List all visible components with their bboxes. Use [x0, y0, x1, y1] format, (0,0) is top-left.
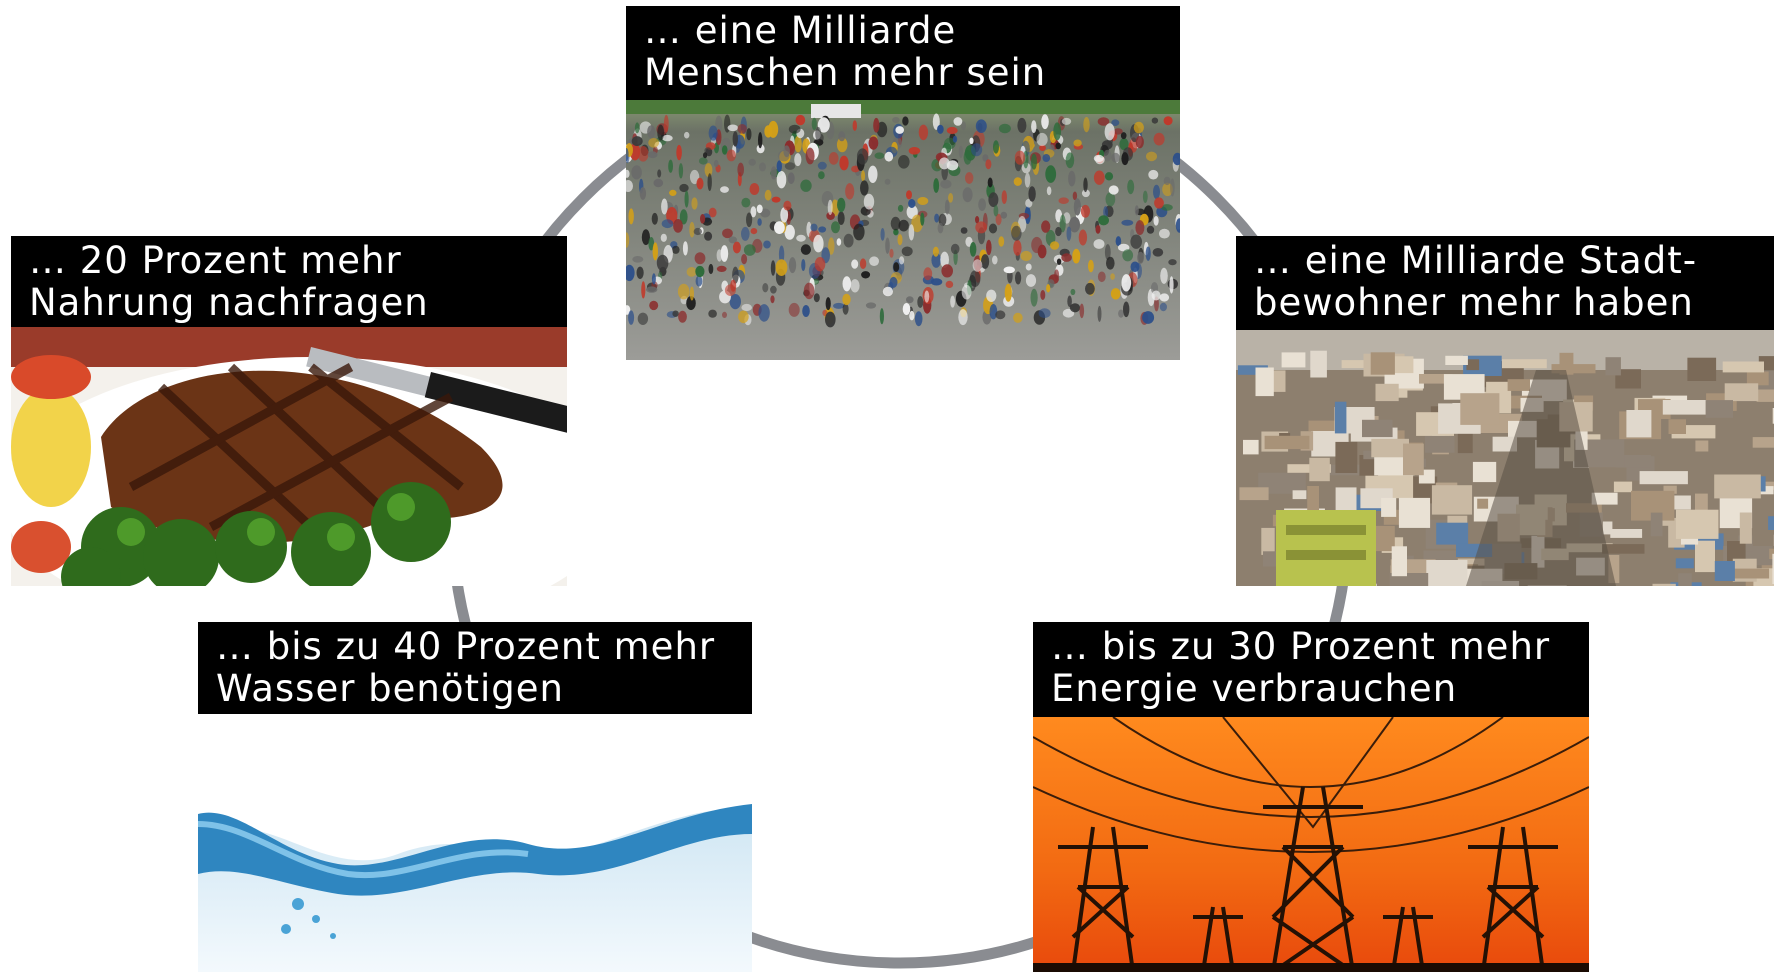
card-energy: … bis zu 30 Prozent mehr Energie verbrau… [1033, 622, 1589, 972]
card-food: … 20 Prozent mehr Nahrung nachfragen [11, 236, 567, 586]
card-urbanization: … eine Milliarde Stadt- bewohner mehr ha… [1236, 236, 1774, 586]
card-population: … eine Milliarde Menschen mehr sein [626, 6, 1180, 360]
card-urbanization-caption: … eine Milliarde Stadt- bewohner mehr ha… [1236, 236, 1774, 330]
card-energy-caption: … bis zu 30 Prozent mehr Energie verbrau… [1033, 622, 1589, 717]
caption-line-2: Menschen mehr sein [644, 51, 1047, 94]
crowd-photo [626, 100, 1180, 360]
caption-line-1: … eine Milliarde Stadt- [1254, 239, 1698, 282]
caption-line-1: … bis zu 40 Prozent mehr [216, 625, 716, 668]
caption-line-2: Energie verbrauchen [1051, 667, 1458, 710]
water-wave-photo [198, 714, 752, 972]
caption-line-2: bewohner mehr haben [1254, 281, 1694, 324]
caption-line-1: … eine Milliarde [644, 9, 957, 52]
card-water-caption: … bis zu 40 Prozent mehr Wasser benötige… [198, 622, 752, 714]
caption-line-2: Nahrung nachfragen [29, 281, 429, 324]
power-lines-photo [1033, 717, 1589, 972]
caption-line-1: … 20 Prozent mehr [29, 239, 402, 282]
card-population-caption: … eine Milliarde Menschen mehr sein [626, 6, 1180, 100]
steak-photo [11, 327, 567, 586]
caption-line-1: … bis zu 30 Prozent mehr [1051, 625, 1551, 668]
caption-line-2: Wasser benötigen [216, 667, 565, 710]
card-food-caption: … 20 Prozent mehr Nahrung nachfragen [11, 236, 567, 327]
city-photo [1236, 330, 1774, 586]
card-water: … bis zu 40 Prozent mehr Wasser benötige… [198, 622, 752, 972]
